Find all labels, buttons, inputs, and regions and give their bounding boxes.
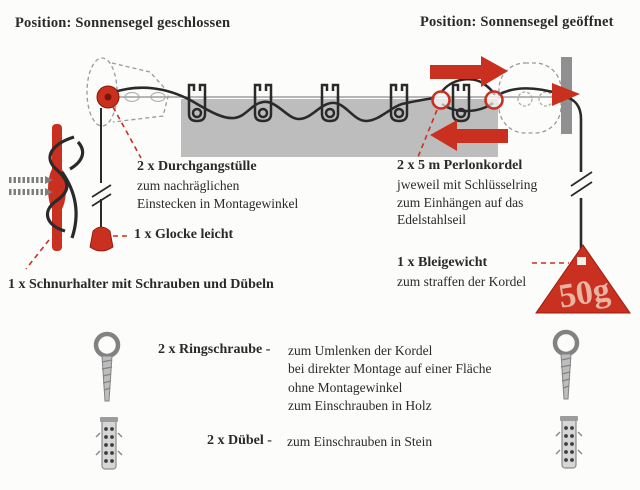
part-desc-line: jweweil mit Schlüsselring [397, 177, 538, 192]
part-desc-line: zum nachräglichen [137, 178, 240, 193]
ringschraube-right-icon [552, 329, 580, 400]
label-duebel: 2 x Dübel - [207, 433, 272, 448]
arrow-post-icon [552, 83, 580, 106]
part-name: 2 x 5 m Perlonkordel [397, 158, 523, 173]
sail-runner-hook [451, 83, 471, 123]
label-bleigewicht: 1 x Bleigewicht zum straffen der Kordel [397, 255, 526, 291]
bleigewicht-icon: 50g [535, 244, 631, 316]
part-name: 2 x Durchgangstülle [137, 159, 257, 174]
weight-value: 50g [556, 271, 612, 316]
label-durchgangstuelle: 2 x Durchgangstülle zum nachräglichen Ei… [137, 159, 298, 212]
callout-schnurhalter [25, 239, 50, 270]
duebel-left-icon [95, 417, 123, 470]
schluesselring-icon [431, 90, 451, 110]
label-glocke: 1 x Glocke leicht [134, 227, 234, 242]
sail-runner-hooks [187, 83, 471, 123]
part-name: 1 x Bleigewicht [397, 255, 488, 270]
arrow-open-icon [430, 56, 508, 87]
label-ringschraube: 2 x Ringschraube - [158, 342, 271, 357]
sail-runner-hook [253, 83, 273, 123]
title-position-closed: Position: Sonnensegel geschlossen [15, 15, 231, 31]
sail-runner-hook [389, 83, 409, 123]
ringschraube-left-icon [93, 331, 121, 402]
screw-icon [9, 176, 53, 184]
part-desc-line: zum straffen der Kordel [397, 274, 527, 289]
sail-runner-hook [320, 83, 340, 123]
arrow-close-icon [430, 120, 508, 151]
callout-durchgangstuelle [112, 106, 142, 159]
screw-icon [9, 188, 53, 196]
duebel-right-icon [555, 416, 583, 469]
part-desc-line: Edelstahlseil [397, 212, 466, 227]
sail-ghost-open [498, 62, 562, 134]
part-desc-line: zum Einschrauben in Holz [288, 397, 432, 413]
part-desc-line: Einstecken in Montagewinkel [137, 195, 299, 211]
desc-ringschraube: zum Umlenken der Kordel bei direkter Mon… [288, 342, 492, 415]
part-desc-line: bei direkter Montage auf einer Fläche [288, 361, 492, 377]
cord-break-left-icon [91, 184, 112, 207]
part-desc-line: zum Einhängen auf das [397, 194, 524, 210]
part-desc-line: zum Umlenken der Kordel [288, 343, 433, 358]
schnurhalter-icon [9, 124, 85, 251]
label-schnurhalter: 1 x Schnurhalter mit Schrauben und Dübel… [8, 277, 274, 292]
durchgangstuelle-icon [96, 85, 120, 109]
glocke-icon [89, 226, 114, 252]
cord-break-right-icon [570, 171, 593, 197]
callout-dashes [25, 106, 569, 270]
desc-duebel: zum Einschrauben in Stein [287, 433, 432, 451]
sail-runner-hook [187, 83, 207, 123]
label-perlonkordel: 2 x 5 m Perlonkordel jweweil mit Schlüss… [397, 158, 537, 229]
schluesselring-icon [484, 90, 504, 110]
part-desc-line: zum Einschrauben in Stein [287, 434, 433, 449]
part-desc-line: ohne Montagewinkel [288, 379, 403, 395]
title-position-open: Position: Sonnensegel geöffnet [420, 14, 614, 30]
